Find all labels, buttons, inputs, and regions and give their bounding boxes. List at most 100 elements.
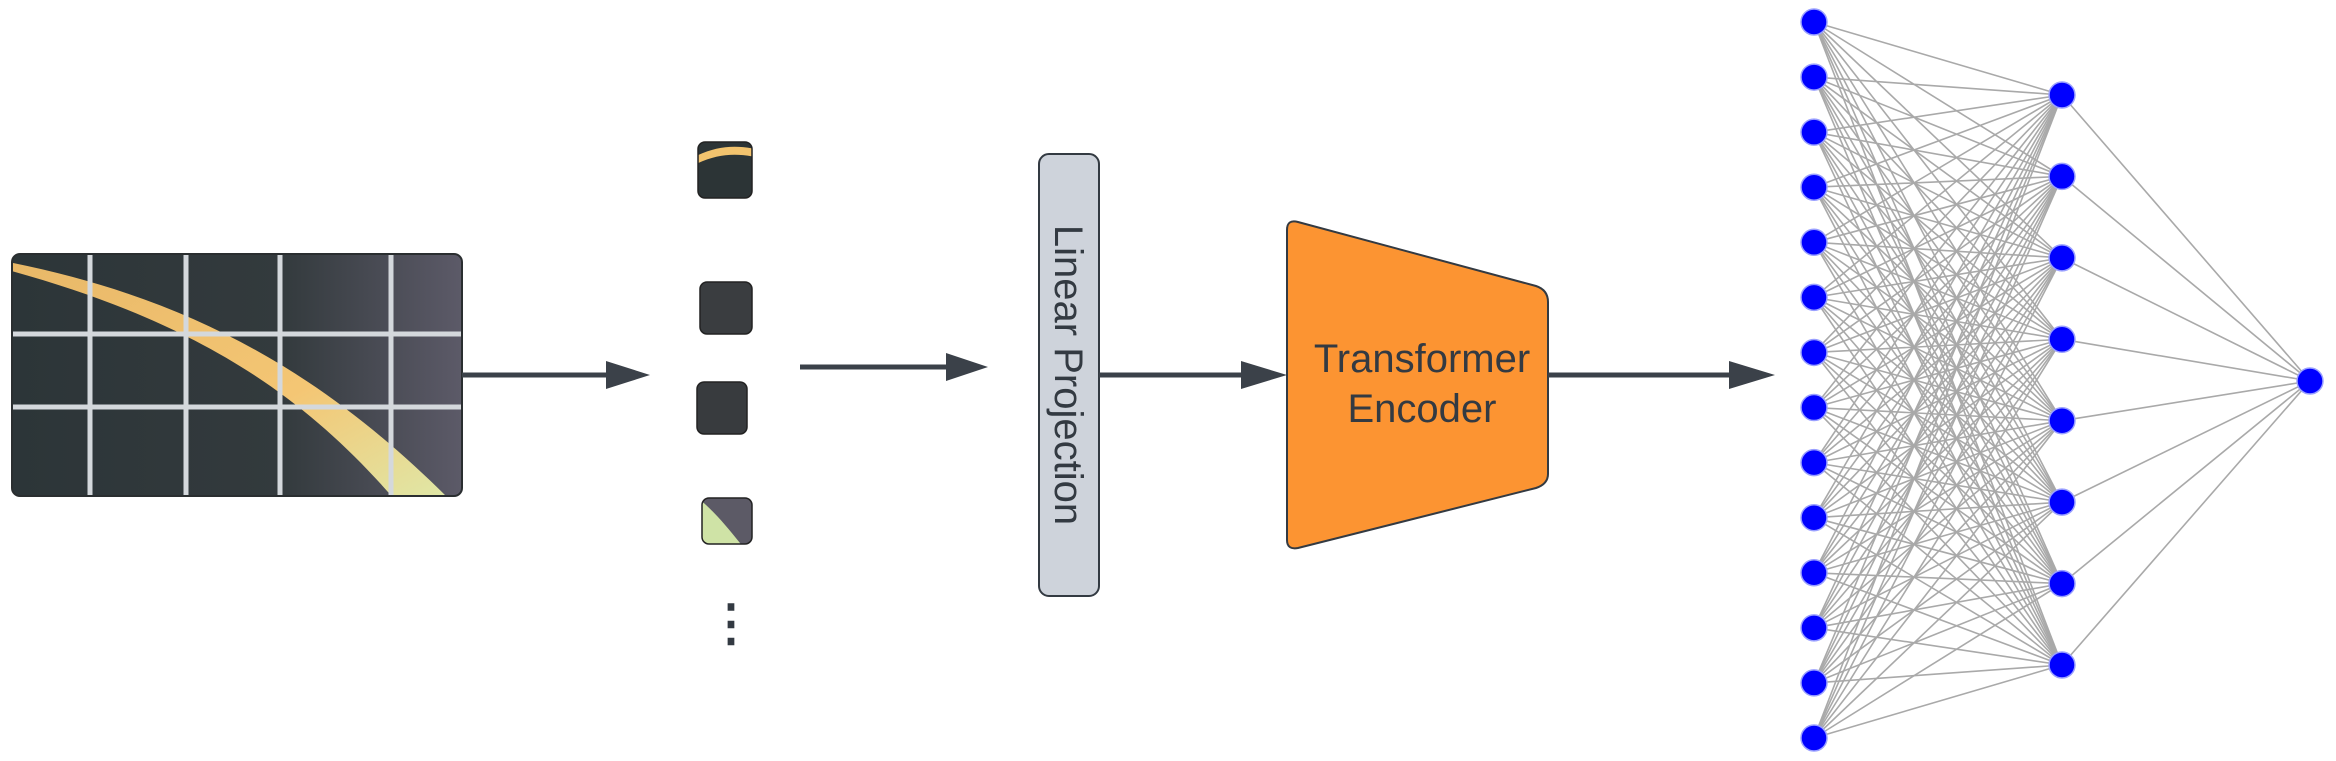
network-edge [1813, 21, 2063, 178]
network-edge [1813, 420, 2063, 684]
image-grid [12, 254, 462, 496]
transformer-encoder-block: Transformer Encoder [1286, 220, 1549, 550]
network-edge [1813, 76, 2063, 178]
network-edge [2061, 380, 2311, 422]
patch-ellipsis: ⋮ [706, 595, 756, 651]
network-edge [1813, 186, 2063, 340]
network-edge [1813, 21, 2063, 422]
arrow-patches-to-projection [800, 353, 988, 381]
network-edge [2061, 380, 2311, 585]
arrow-encoder-to-network [1548, 361, 1775, 389]
network-edge [1813, 94, 2063, 354]
network-edge [1813, 351, 2063, 666]
network-edge [1813, 296, 2063, 422]
network-edge [1813, 296, 2063, 666]
patch-1 [697, 141, 753, 199]
patch-2 [699, 281, 753, 335]
network-edge [1813, 94, 2063, 739]
network-edge [1813, 94, 2063, 519]
network-edge [1813, 501, 2063, 684]
transformer-encoder-label-line1: Transformer [1314, 337, 1530, 381]
network-edge [1813, 572, 2063, 666]
network-edge [1813, 241, 2063, 503]
network-edge [1813, 186, 2063, 422]
network-edge [1813, 94, 2063, 464]
network-node-layer1 [1800, 173, 1828, 201]
network-edge [1813, 131, 2063, 422]
network-edge [1813, 627, 2063, 666]
network-edge [2061, 257, 2311, 382]
network-edge [1813, 76, 2063, 340]
network-edge [1813, 175, 2063, 519]
network-edge [1813, 131, 2063, 666]
network-edge [1813, 582, 2063, 739]
network-edge [1813, 76, 2063, 96]
linear-projection-block: Linear Projection [1038, 153, 1100, 597]
network-edge [1813, 94, 2063, 629]
network-edge [1813, 351, 2063, 585]
network-edge [1813, 461, 2063, 666]
network-edge [1813, 21, 2063, 259]
network-edge [1813, 664, 2063, 684]
network-edge [1813, 175, 2063, 409]
network-edge [1813, 94, 2063, 574]
network-edge [1813, 517, 2063, 666]
network-edge [1813, 94, 2063, 299]
network-edge [1813, 296, 2063, 585]
network-edge [1813, 338, 2063, 684]
network-edge [1813, 257, 2063, 684]
network-edge [1813, 296, 2063, 503]
patch-3 [696, 381, 748, 435]
network-edge [1813, 420, 2063, 739]
network-edge [1813, 186, 2063, 503]
network-edge [1813, 175, 2063, 464]
network-edge [2061, 338, 2311, 382]
network-edge [1813, 21, 2063, 96]
network-edge [1813, 186, 2063, 584]
arrow-projection-to-encoder [1099, 361, 1287, 389]
network-edge [1813, 257, 2063, 629]
network-node-layer2 [2048, 488, 2076, 516]
network-edge [1813, 175, 2063, 354]
network-node-layer1 [1800, 669, 1828, 697]
network-node-layer1 [1800, 228, 1828, 257]
network-edge [1813, 241, 2063, 341]
network-node-layer2 [2048, 325, 2076, 354]
network-edge [1813, 94, 2063, 133]
network-node-layer1 [1800, 118, 1828, 146]
network-edge [1813, 501, 2063, 739]
network-edge [1813, 351, 2063, 422]
network-node-layer2 [2048, 162, 2076, 191]
network-edge [1813, 76, 2063, 259]
network-edge [1813, 175, 2063, 299]
network-edge [1813, 94, 2063, 409]
network-edge [2061, 175, 2311, 382]
network-edge [1813, 582, 2063, 684]
patch-4 [701, 497, 753, 545]
network-node-layer3 [2296, 367, 2324, 395]
network-node-layer2 [2048, 651, 2076, 679]
network-connections [1813, 21, 2311, 739]
input-image [11, 253, 463, 497]
network-edge [1813, 582, 2063, 629]
network-edge [1813, 21, 2063, 584]
network-edge [1813, 94, 2063, 243]
network-edge [1813, 76, 2063, 584]
network-node-layer2 [2048, 406, 2076, 435]
network-edge [1813, 176, 2063, 629]
network-edge [1813, 175, 2063, 244]
network-node-layer1 [1800, 393, 1828, 422]
network-edge [1813, 186, 2063, 259]
network-edge [2061, 380, 2311, 503]
network-edge [1813, 461, 2063, 585]
network-nodes [1800, 8, 2324, 752]
network-edge [1813, 420, 2063, 629]
network-node-layer1 [1800, 8, 1828, 36]
network-edge [1813, 406, 2063, 585]
network-edge [2061, 94, 2311, 382]
network-edge [1813, 131, 2063, 503]
network-edge [1813, 664, 2063, 739]
arrow-image-to-patches [462, 361, 650, 389]
network-edge [1813, 406, 2063, 666]
network-node-layer1 [1800, 559, 1828, 587]
